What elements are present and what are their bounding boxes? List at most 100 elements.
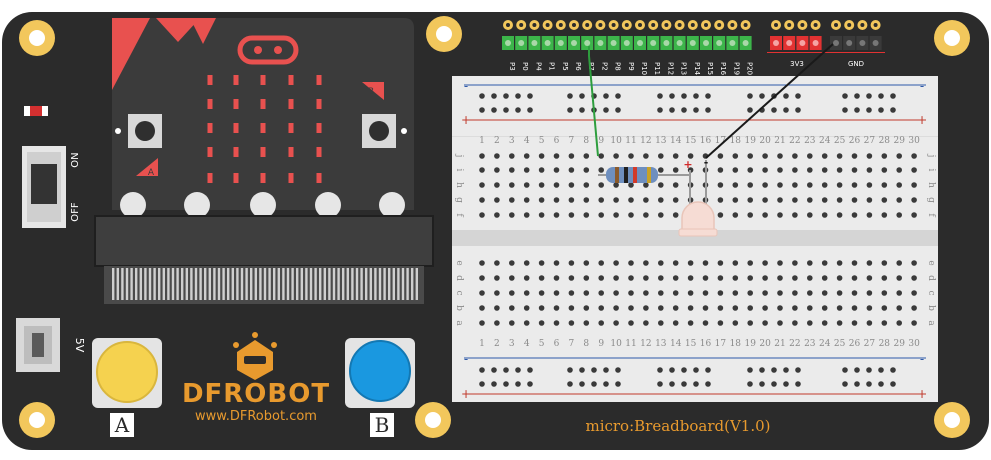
breadboard-hole[interactable] <box>821 167 828 173</box>
breadboard-hole[interactable] <box>777 182 783 188</box>
breadboard-hole[interactable] <box>851 260 858 266</box>
breadboard-hole[interactable] <box>479 305 485 311</box>
breadboard-hole[interactable] <box>658 320 664 326</box>
breadboard-hole[interactable] <box>583 212 590 218</box>
breadboard-hole[interactable] <box>598 320 604 326</box>
breadboard-hole[interactable] <box>795 93 801 99</box>
breadboard-hole[interactable] <box>568 260 575 266</box>
breadboard-hole[interactable] <box>866 305 873 311</box>
breadboard-hole[interactable] <box>494 320 500 326</box>
breadboard-hole[interactable] <box>717 290 724 296</box>
breadboard-hole[interactable] <box>687 275 694 281</box>
breadboard-hole[interactable] <box>523 212 530 218</box>
breadboard-hole[interactable] <box>842 381 848 387</box>
breadboard-hole[interactable] <box>717 212 724 218</box>
breadboard-hole[interactable] <box>657 381 663 387</box>
breadboard-hole[interactable] <box>613 153 619 159</box>
breadboard-hole[interactable] <box>795 107 801 113</box>
breadboard-hole[interactable] <box>836 320 843 326</box>
breadboard-hole[interactable] <box>538 275 545 281</box>
breadboard-hole[interactable] <box>603 107 609 113</box>
breadboard-hole[interactable] <box>613 212 619 218</box>
breadboard-hole[interactable] <box>911 290 917 296</box>
breadboard-hole[interactable] <box>771 367 777 373</box>
breadboard-hole[interactable] <box>628 153 634 159</box>
breadboard-hole[interactable] <box>896 212 902 218</box>
breadboard-hole[interactable] <box>583 182 590 188</box>
breadboard-hole[interactable] <box>807 290 813 296</box>
breadboard-hole[interactable] <box>479 290 485 296</box>
breadboard-hole[interactable] <box>783 93 789 99</box>
breadboard-hole[interactable] <box>494 182 500 188</box>
breadboard-hole[interactable] <box>672 320 679 326</box>
breadboard-hole[interactable] <box>613 260 619 266</box>
breadboard-hole[interactable] <box>911 197 917 203</box>
breadboard-hole[interactable] <box>598 167 604 173</box>
breadboard-hole[interactable] <box>479 197 485 203</box>
breadboard-hole[interactable] <box>583 260 590 266</box>
breadboard-hole[interactable] <box>881 275 888 281</box>
breadboard-hole[interactable] <box>503 381 509 387</box>
breadboard-hole[interactable] <box>523 290 530 296</box>
breadboard-hole[interactable] <box>613 182 619 188</box>
breadboard-hole[interactable] <box>851 320 858 326</box>
breadboard-hole[interactable] <box>553 305 560 311</box>
breadboard-hole[interactable] <box>842 93 848 99</box>
breadboard-hole[interactable] <box>747 367 753 373</box>
breadboard-hole[interactable] <box>494 167 500 173</box>
breadboard-hole[interactable] <box>527 93 533 99</box>
breadboard-hole[interactable] <box>479 260 485 266</box>
breadboard-hole[interactable] <box>747 212 753 218</box>
breadboard-hole[interactable] <box>732 153 739 159</box>
breadboard-hole[interactable] <box>705 93 711 99</box>
microbit-button-a[interactable] <box>128 114 162 148</box>
breadboard-hole[interactable] <box>579 367 585 373</box>
breadboard-hole[interactable] <box>693 367 699 373</box>
breadboard-hole[interactable] <box>657 107 663 113</box>
breadboard-hole[interactable] <box>821 260 828 266</box>
breadboard-hole[interactable] <box>583 167 590 173</box>
breadboard-hole[interactable] <box>878 107 884 113</box>
breadboard-hole[interactable] <box>702 305 709 311</box>
breadboard-hole[interactable] <box>491 381 497 387</box>
breadboard-hole[interactable] <box>509 197 515 203</box>
breadboard-hole[interactable] <box>851 290 858 296</box>
breadboard-hole[interactable] <box>747 167 753 173</box>
breadboard-hole[interactable] <box>851 275 858 281</box>
breadboard-hole[interactable] <box>878 381 884 387</box>
big-button-b[interactable] <box>345 338 415 408</box>
breadboard-hole[interactable] <box>658 305 664 311</box>
breadboard-hole[interactable] <box>717 182 724 188</box>
breadboard-hole[interactable] <box>643 260 649 266</box>
breadboard-hole[interactable] <box>890 93 896 99</box>
breadboard-hole[interactable] <box>672 167 679 173</box>
breadboard-hole[interactable] <box>615 107 621 113</box>
breadboard-hole[interactable] <box>777 305 783 311</box>
breadboard-hole[interactable] <box>747 260 753 266</box>
breadboard-hole[interactable] <box>643 305 649 311</box>
breadboard-hole[interactable] <box>658 153 664 159</box>
breadboard-hole[interactable] <box>896 153 902 159</box>
breadboard-hole[interactable] <box>509 305 515 311</box>
breadboard-hole[interactable] <box>515 93 521 99</box>
breadboard-hole[interactable] <box>705 367 711 373</box>
breadboard-hole[interactable] <box>598 305 604 311</box>
breadboard-hole[interactable] <box>643 320 649 326</box>
microbit-button-b[interactable] <box>362 114 396 148</box>
breadboard-hole[interactable] <box>615 381 621 387</box>
breadboard-hole[interactable] <box>890 107 896 113</box>
breadboard-hole[interactable] <box>717 275 724 281</box>
breadboard-hole[interactable] <box>762 167 768 173</box>
breadboard-hole[interactable] <box>494 153 500 159</box>
breadboard-hole[interactable] <box>762 275 768 281</box>
breadboard-hole[interactable] <box>553 260 560 266</box>
breadboard-hole[interactable] <box>527 107 533 113</box>
breadboard-hole[interactable] <box>747 93 753 99</box>
breadboard-hole[interactable] <box>628 212 634 218</box>
breadboard-hole[interactable] <box>777 167 783 173</box>
breadboard-hole[interactable] <box>821 275 828 281</box>
breadboard-hole[interactable] <box>896 320 902 326</box>
breadboard-hole[interactable] <box>491 367 497 373</box>
breadboard-hole[interactable] <box>836 290 843 296</box>
breadboard-hole[interactable] <box>911 320 917 326</box>
